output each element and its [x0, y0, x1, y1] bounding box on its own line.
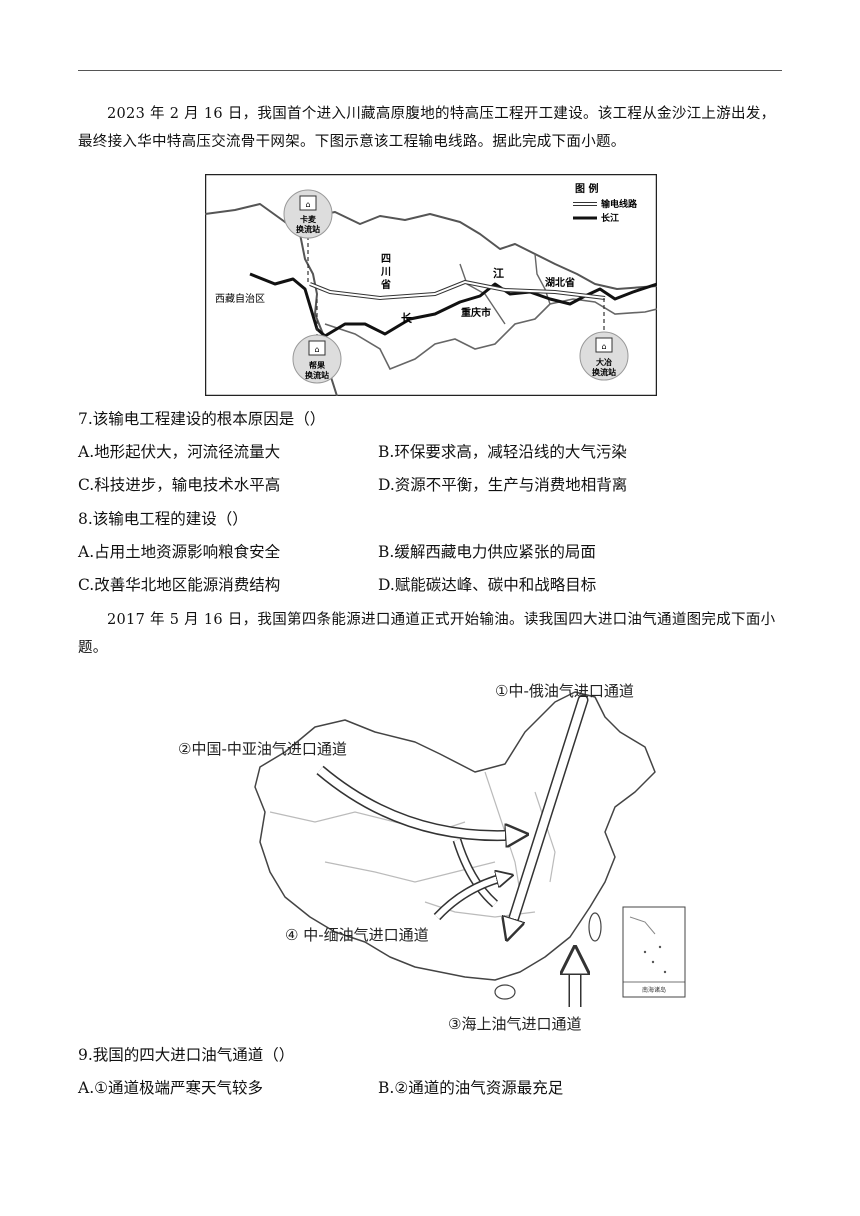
q9-option-b: B.②通道的油气资源最充足 [378, 1079, 564, 1097]
intro-paragraph-2: 2017 年 5 月 16 日，我国第四条能源进口通道正式开始输油。读我国四大进… [78, 612, 776, 656]
antenna-icon: ⌂ [601, 342, 606, 351]
route-2-label: ②中国-中亚油气进口通道 [178, 740, 347, 758]
intro-paragraph-1: 2023 年 2 月 16 日，我国首个进入川藏高原腹地的特高压工程开工建设。该… [78, 106, 776, 150]
south-china-sea-inset: 南海诸岛 [622, 906, 686, 998]
label-sichuan-2: 川 [380, 266, 391, 278]
question-8: 8.该输电工程的建设（） [78, 510, 248, 528]
header-rule [78, 70, 782, 71]
q7-option-d: D.资源不平衡，生产与消费地相背离 [378, 476, 628, 494]
question-9: 9.我国的四大进口油气通道（） [78, 1046, 295, 1064]
label-sichuan-1: 四 [381, 253, 391, 265]
question-7: 7.该输电工程建设的根本原因是（） [78, 410, 326, 428]
svg-text:换流站: 换流站 [296, 224, 320, 234]
antenna-icon: ⌂ [314, 345, 319, 354]
q7-option-a: A.地形起伏大，河流径流量大 [78, 443, 281, 461]
svg-text:大冶: 大冶 [596, 357, 612, 367]
bangguo-station-marker: ⌂ 帮果 换流站 [292, 334, 342, 384]
svg-text:南海诸岛: 南海诸岛 [642, 986, 666, 994]
oil-gas-routes-map: 南海诸岛 ①中-俄油气进口通道 ②中国-中亚油气进口通道 ④ 中-缅油气进口通道… [178, 682, 686, 1033]
q7-option-c: C.科技进步，输电技术水平高 [78, 476, 281, 494]
daye-station-marker: ⌂ 大冶 换流站 [579, 331, 629, 381]
q7-option-b: B.环保要求高，减轻沿线的大气污染 [378, 443, 627, 461]
route-4-label: ④ 中-缅油气进口通道 [285, 926, 429, 944]
label-chongqing: 重庆市 [461, 306, 491, 319]
q9-option-a: A.①通道极端严寒天气较多 [78, 1079, 264, 1097]
svg-text:卡麦: 卡麦 [300, 214, 317, 224]
map-legend: 图 例 输电线路 长江 [573, 182, 638, 224]
kamai-station-marker: ⌂ 卡麦 换流站 [283, 189, 333, 239]
svg-text:长江: 长江 [601, 212, 619, 224]
label-tibet: 西藏自治区 [215, 292, 265, 305]
label-chang: 长 [401, 311, 413, 325]
label-jiang: 江 [493, 266, 504, 280]
label-hubei: 湖北省 [545, 276, 575, 289]
route-3-label: ③海上油气进口通道 [448, 1015, 581, 1033]
svg-text:输电线路: 输电线路 [601, 198, 638, 210]
svg-text:图 例: 图 例 [575, 182, 598, 195]
route-1-label: ①中-俄油气进口通道 [495, 682, 634, 700]
transmission-line-map: ⌂ 卡麦 换流站 ⌂ 帮果 换流站 ⌂ 大冶 换流站 西藏自治区 四 川 省 江… [205, 174, 657, 396]
q8-option-c: C.改善华北地区能源消费结构 [78, 576, 281, 594]
q8-option-b: B.缓解西藏电力供应紧张的局面 [378, 543, 596, 561]
q8-option-d: D.赋能碳达峰、碳中和战略目标 [378, 576, 597, 594]
q8-option-a: A.占用土地资源影响粮食安全 [78, 543, 281, 561]
svg-text:帮果: 帮果 [309, 360, 325, 370]
svg-text:换流站: 换流站 [592, 367, 616, 377]
label-sichuan-3: 省 [380, 278, 391, 291]
antenna-icon: ⌂ [305, 200, 310, 209]
svg-text:换流站: 换流站 [305, 370, 329, 380]
